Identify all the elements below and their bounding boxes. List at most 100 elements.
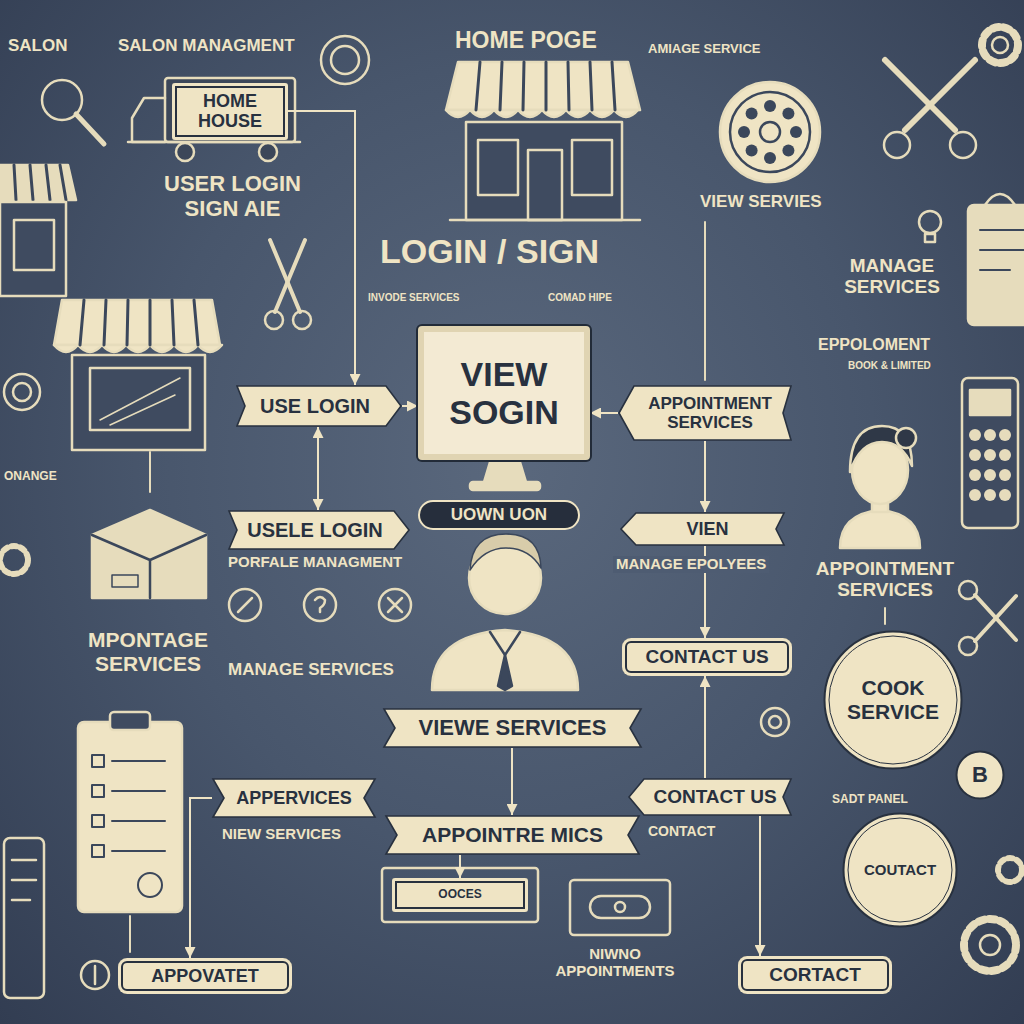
arrow-box: USELE LOGIN <box>228 510 410 550</box>
man-icon <box>432 630 578 690</box>
node-outline <box>237 386 401 426</box>
clipboard-icon <box>92 785 104 797</box>
label-text: SADT PANEL <box>832 793 908 806</box>
calculator-icon <box>984 429 996 441</box>
node-outline <box>619 386 791 440</box>
arrow-box: USE LOGIN <box>236 385 402 427</box>
clipboard-icon <box>110 712 150 730</box>
small-icons <box>769 716 781 728</box>
node-text: COOK SERVICE <box>844 676 942 723</box>
card-icon <box>570 880 670 935</box>
circle-icon <box>4 374 40 410</box>
node-text: CONTACT US <box>645 646 768 667</box>
dial-icon <box>746 108 758 120</box>
calculator-icon <box>984 489 996 501</box>
small-icons <box>388 598 402 612</box>
calculator-icon <box>999 489 1011 501</box>
shop-icon <box>14 220 54 270</box>
arrow-box: CONTACT US <box>628 778 792 816</box>
node-outline <box>229 511 409 549</box>
label-text: MANAGE SERVICES <box>832 255 952 298</box>
circle-icon <box>13 383 31 401</box>
scissors-icon <box>270 240 300 312</box>
leader-lines <box>129 916 131 952</box>
storefront-icon <box>466 122 622 220</box>
label-text: APPOINTMENT SERVICES <box>800 558 970 601</box>
node-text: CORTACT <box>769 964 860 985</box>
phone-icon <box>12 860 36 900</box>
label-text: PORFALE MANAGMENT <box>228 554 402 571</box>
badge-icon <box>331 46 359 74</box>
package-icon <box>92 510 206 598</box>
calculator-icon <box>969 449 981 461</box>
process-box: CORTACT <box>738 956 892 994</box>
clipboard-icon <box>112 820 165 822</box>
scissors-icon <box>884 132 910 158</box>
connector <box>402 405 418 407</box>
label-text: ONANGE <box>4 470 57 483</box>
storefront-icon <box>528 150 562 220</box>
scissors-icon <box>959 581 1016 655</box>
bag-icon <box>968 205 1024 325</box>
truck-icon <box>176 143 194 161</box>
node-text: HOME HOUSE <box>182 91 278 131</box>
connector <box>511 748 513 815</box>
gear-icon <box>998 858 1022 882</box>
leader-lines <box>704 222 706 380</box>
status-pill: UOWN UON <box>418 500 580 530</box>
label-text: INVODE SERVICES <box>368 292 460 303</box>
storefront-icon <box>446 62 640 220</box>
woman-icon <box>840 426 920 548</box>
bag-icon <box>980 230 1024 270</box>
label-text: USER LOGIN SIGN AIE <box>140 172 325 221</box>
magnifier-icon <box>42 80 104 144</box>
node-outline <box>621 513 784 545</box>
node-text: VIEN <box>686 519 728 539</box>
truck-icon <box>128 141 300 144</box>
label-text: HOME POGE <box>455 28 597 54</box>
circle-icon <box>81 961 109 989</box>
label-text: VIEW SERVIES <box>700 192 822 211</box>
scissors-icon <box>885 60 955 130</box>
sign-box: HOME HOUSE <box>172 83 288 140</box>
label-text: AMIAGE SERVICE <box>648 42 760 57</box>
arrow-box: APPOINTMENT SERVICES <box>618 385 792 441</box>
node-outline <box>825 632 962 769</box>
gear-icon <box>964 858 1022 971</box>
gear-icon <box>0 546 28 574</box>
calculator-icon <box>969 429 1011 501</box>
scissors-icon <box>265 240 311 329</box>
badge-icon <box>321 36 369 84</box>
small-icons <box>229 589 261 621</box>
gear-icon <box>0 546 28 574</box>
calculator-icon <box>969 489 981 501</box>
dial-icon <box>782 144 794 156</box>
bag-icon <box>968 194 1024 325</box>
dial-icon <box>782 108 794 120</box>
label-text: MANAGE SERVICES <box>228 660 394 679</box>
scissors-icon <box>293 311 311 329</box>
label-text: MPONTAGE SERVICES <box>68 628 228 675</box>
node-outline <box>829 636 957 764</box>
badge-circle: COUTACT <box>842 812 958 928</box>
small-icons <box>304 589 336 621</box>
card-icon <box>590 896 650 918</box>
storefront-icon <box>478 140 518 195</box>
label-text: CONTACT <box>648 824 715 840</box>
monitor-stand <box>470 482 540 490</box>
node-outline <box>844 814 957 927</box>
gear-icon <box>982 27 1018 63</box>
bulb-icon <box>919 211 941 242</box>
connector <box>459 855 461 878</box>
scissors-icon <box>884 60 976 158</box>
dial-icon <box>790 126 802 138</box>
shop-icon <box>72 355 205 450</box>
woman-icon <box>896 428 916 448</box>
node-text: USE LOGIN <box>260 395 370 417</box>
banner-box: APPERVICES <box>212 778 376 818</box>
connector <box>590 412 618 414</box>
gear-icon <box>980 935 1000 955</box>
storefront-icon <box>572 140 612 195</box>
node-text: B <box>972 763 988 788</box>
